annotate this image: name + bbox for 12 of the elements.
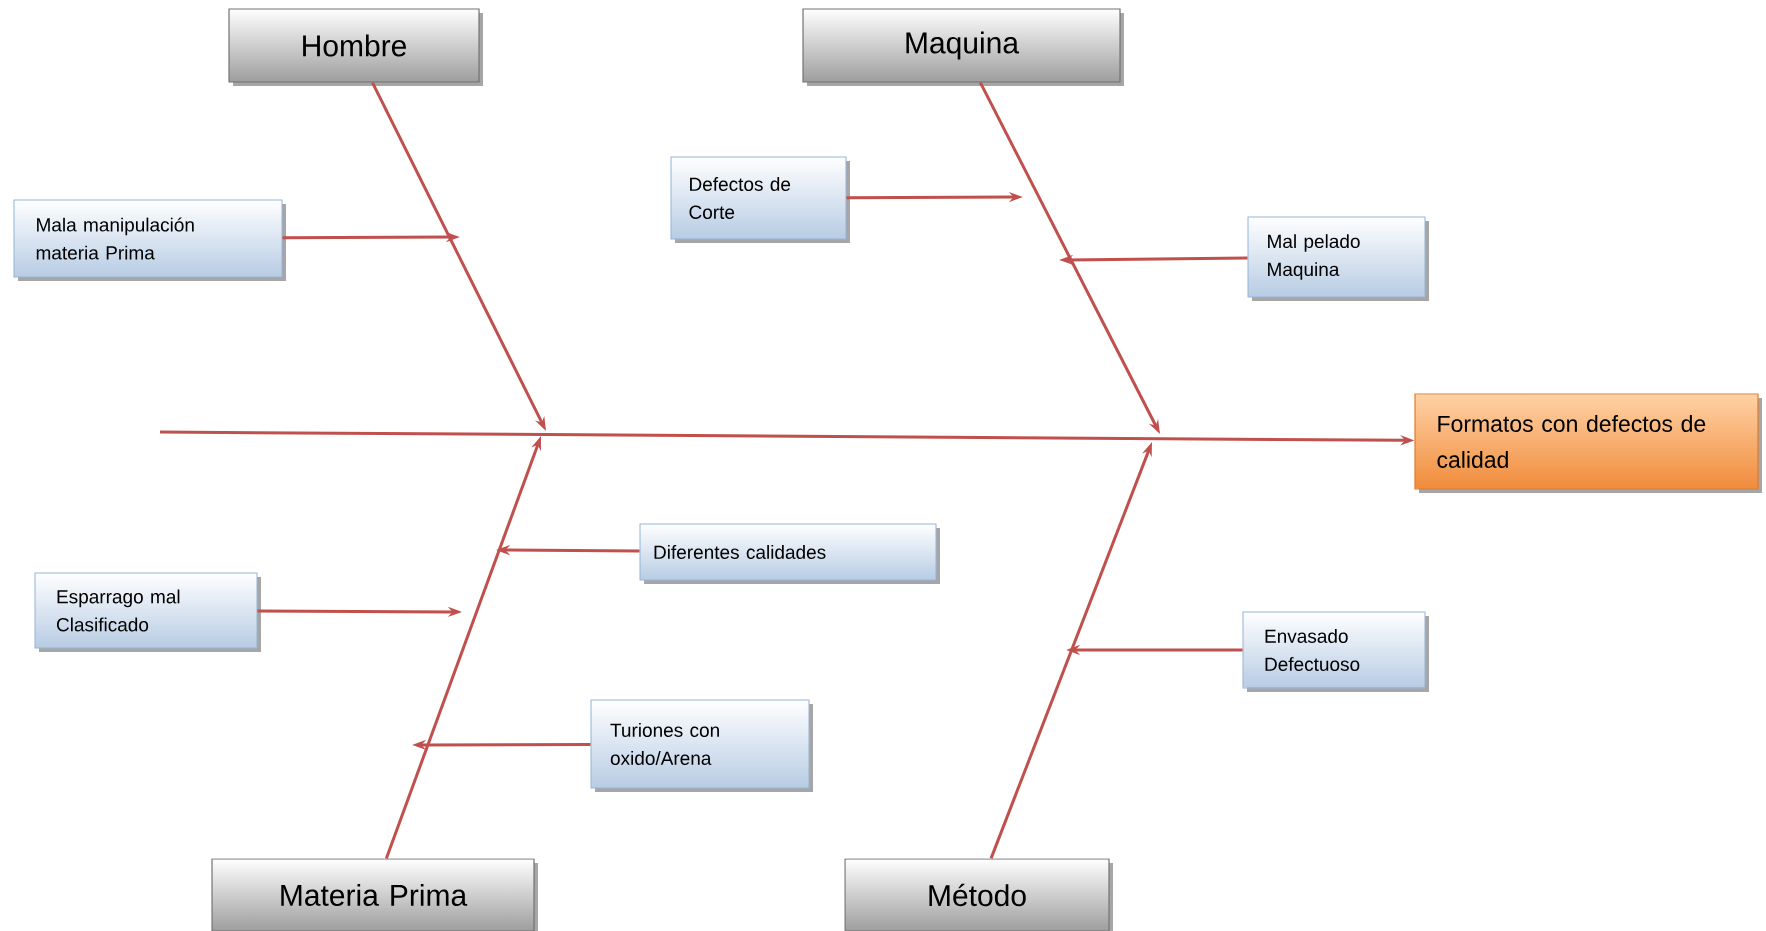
category-box: Método xyxy=(844,858,1113,931)
effect-box: Formatos con defectos de calidad xyxy=(1414,393,1762,493)
cause-box: Mal pelado Maquina xyxy=(1247,216,1429,301)
category-box: Maquina xyxy=(802,8,1124,86)
cause-box: Diferentes calidades xyxy=(639,523,940,584)
category-box: Hombre xyxy=(228,8,483,86)
cause-box: Envasado Defectuoso xyxy=(1242,611,1429,692)
category-box: Materia Prima xyxy=(211,858,538,931)
cause-box: Defectos de Corte xyxy=(670,156,850,243)
cause-box: Turiones con oxido/Arena xyxy=(590,699,813,792)
cause-box: Esparrago mal Clasificado xyxy=(34,572,261,652)
cause-box: Mala manipulación materia Prima xyxy=(13,199,286,281)
